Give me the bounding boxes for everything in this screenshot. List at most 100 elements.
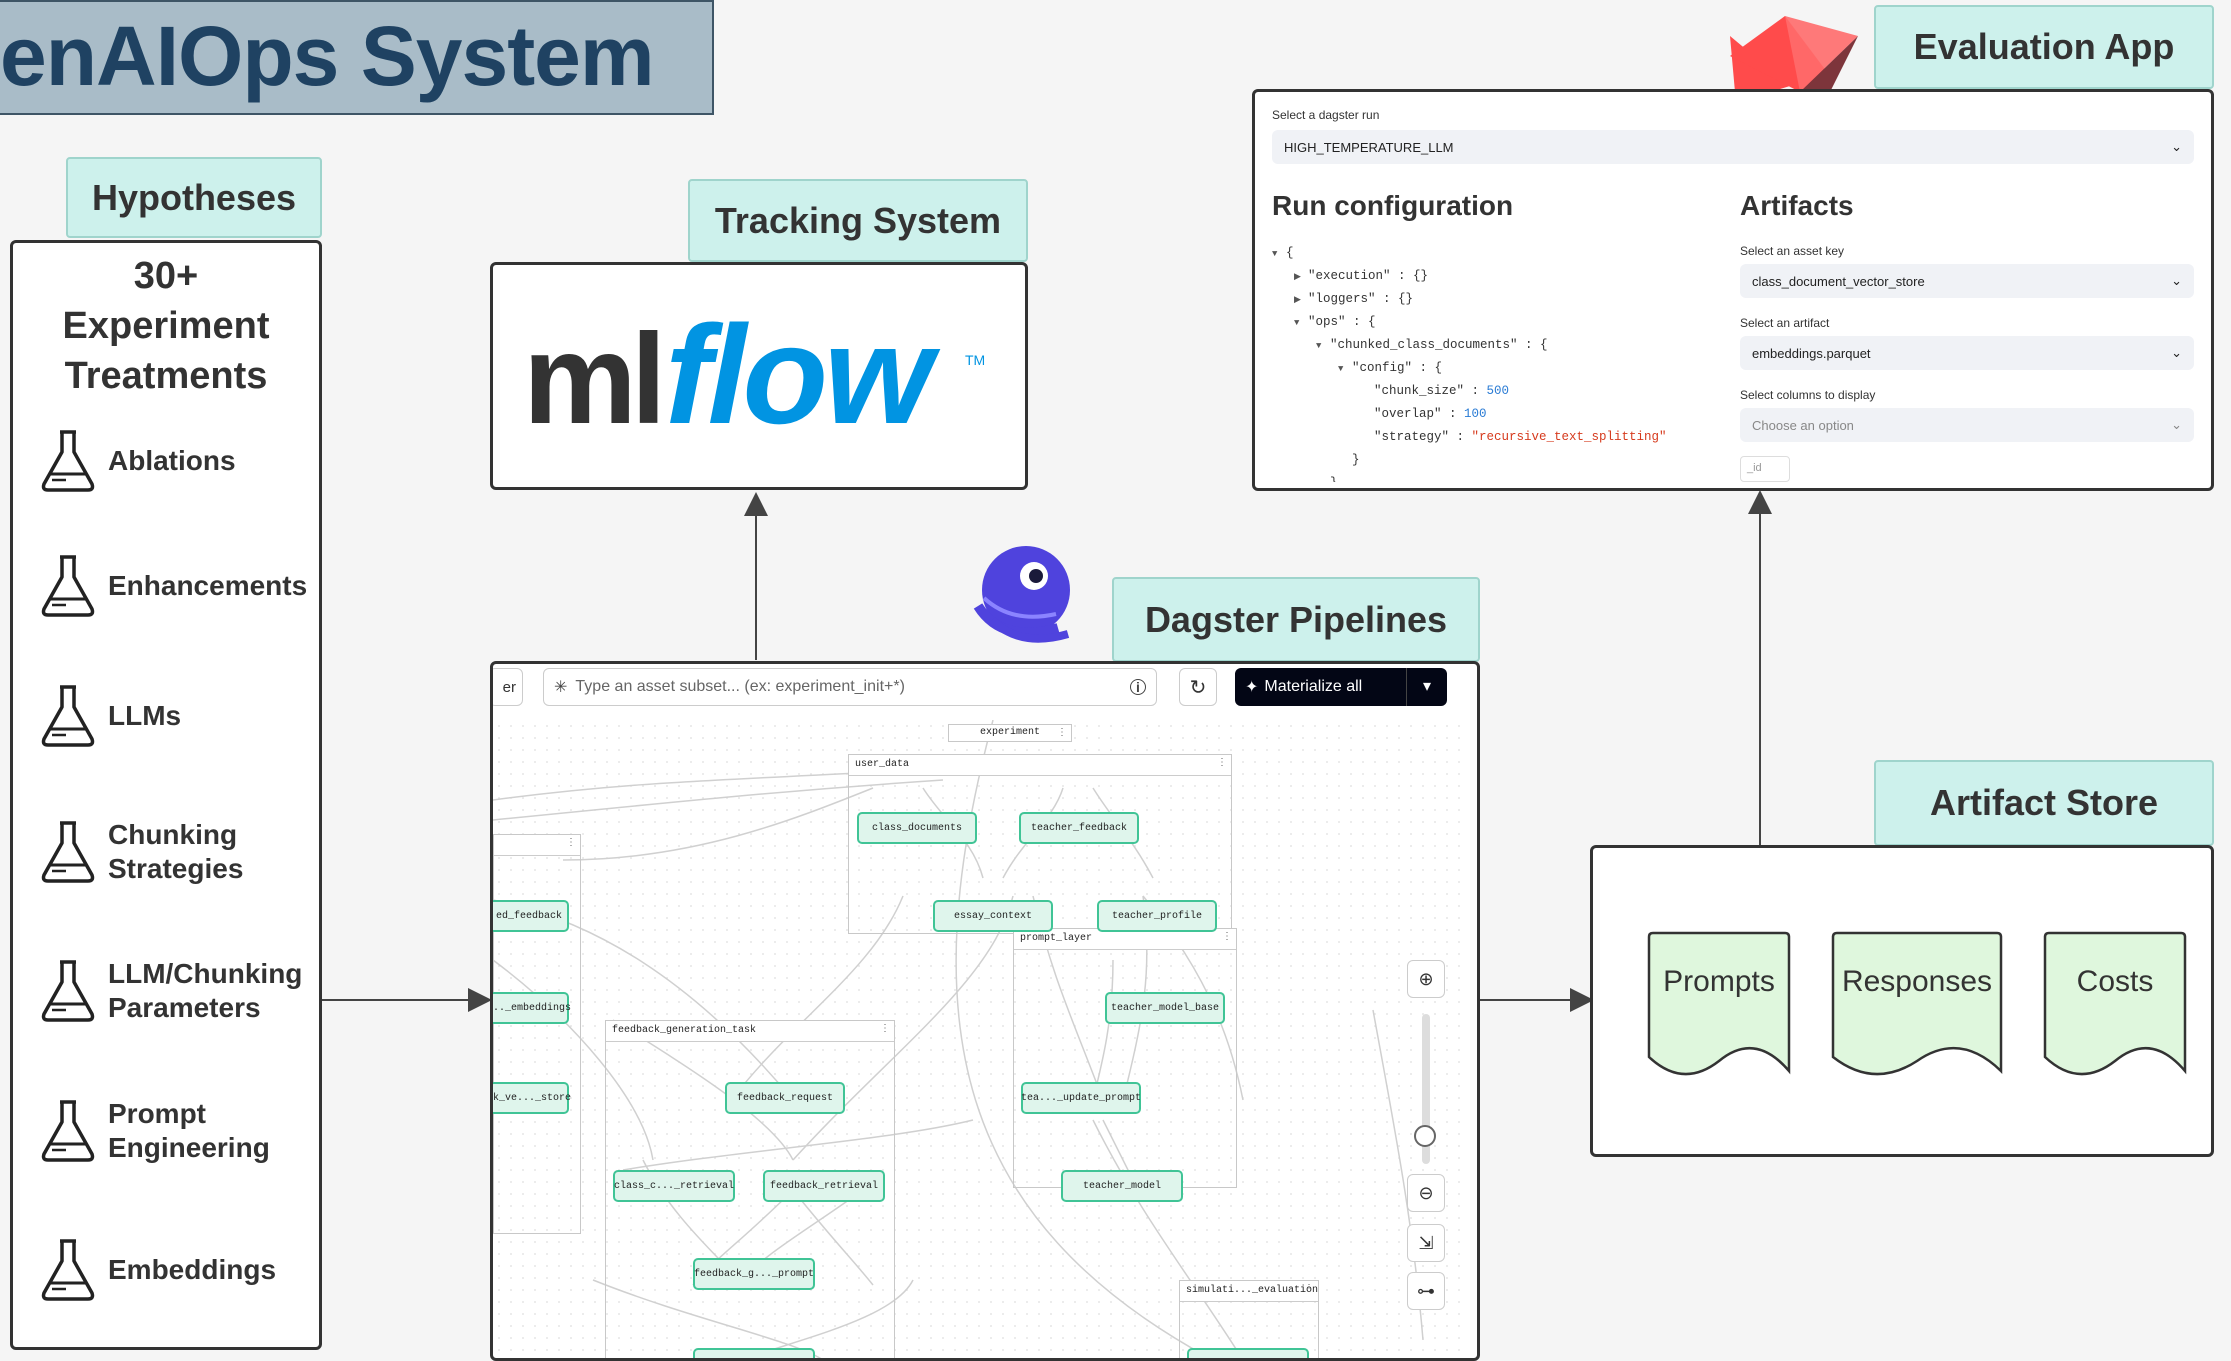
asset-node-partial[interactable] (693, 1348, 815, 1358)
asset-group-label: experiment (949, 725, 1071, 741)
hypothesis-item: Embeddings (40, 1237, 276, 1303)
zoom-in-icon[interactable]: ⊕ (1407, 960, 1445, 998)
mlflow-logo: ml flow TM (523, 296, 985, 453)
asset-node[interactable]: teacher_profile (1097, 900, 1217, 932)
artifact-document-label: Prompts (1663, 965, 1775, 998)
column-chip[interactable]: _id (1740, 456, 1790, 482)
asset-group-label: prompt_layer (1014, 929, 1236, 950)
caret-icon: ▼ (1316, 341, 1322, 351)
zoom-slider-handle[interactable] (1414, 1125, 1436, 1147)
asset-search-input[interactable]: ✳ Type an asset subset... (ex: experimen… (543, 668, 1157, 706)
caret-down-icon[interactable]: ▾ (1406, 668, 1447, 706)
run-select[interactable]: HIGH_TEMPERATURE_LLM ⌄ (1272, 130, 2194, 164)
asset-group[interactable]: simulati..._evaluation⋮ (1179, 1280, 1319, 1358)
asset-group-label (494, 835, 580, 856)
asset-node[interactable]: ..._embeddings (493, 992, 571, 1024)
asset-group[interactable]: prompt_layer⋮ (1013, 928, 1237, 1188)
asset-group[interactable]: ⋮ (493, 834, 581, 1234)
title-banner (0, 0, 714, 115)
asset-node[interactable]: ck_ve..._store (493, 1082, 571, 1114)
config-value: { (1286, 246, 1294, 260)
config-value: {} (1398, 292, 1414, 306)
group-menu-icon[interactable]: ⋮ (1057, 727, 1067, 738)
caret-icon: ▼ (1294, 318, 1300, 328)
hypothesis-item: LLMs (40, 683, 181, 749)
hypothesis-label: Enhancements (108, 570, 308, 601)
hypotheses-heading: 30+ Experiment Treatments (62, 255, 270, 397)
group-menu-icon[interactable]: ⋮ (566, 837, 576, 848)
config-line[interactable]: ▼"chunked_class_documents" : { (1272, 334, 1712, 357)
asset-key-select[interactable]: class_document_vector_store ⌄ (1740, 264, 2194, 298)
artifact-document: Prompts (1647, 931, 1791, 1081)
asset-node[interactable]: tea..._update_prompt (1021, 1082, 1141, 1114)
run-select-value: HIGH_TEMPERATURE_LLM (1284, 139, 1454, 155)
config-line[interactable]: ▼"config" : { (1272, 357, 1712, 380)
group-menu-icon[interactable]: ⋮ (1222, 931, 1232, 942)
evaluation-tag: Evaluation App (1874, 5, 2214, 89)
filter-button[interactable]: er (493, 668, 523, 706)
flask-icon (41, 821, 95, 883)
flask-icon (41, 960, 95, 1022)
hypothesis-label: LLM/Chunking Parameters (108, 958, 303, 1023)
refresh-icon[interactable]: ↻ (1179, 668, 1217, 706)
config-line: } (1272, 449, 1712, 472)
asset-group[interactable]: user_data⋮ (848, 754, 1232, 934)
materialize-all-button[interactable]: ✦ Materialize all ▾ (1235, 668, 1447, 706)
group-menu-icon[interactable]: ⋮ (1217, 757, 1227, 768)
svg-text:flow: flow (665, 296, 941, 453)
config-line: "chunk_size" : 500 (1374, 384, 1510, 398)
config-line[interactable]: ▶"execution" : {} (1272, 265, 1712, 288)
hypotheses-panel: 30+ Experiment Treatments (10, 240, 322, 1350)
document-shape-icon (2043, 931, 2187, 1076)
hypothesis-label: Ablations (108, 445, 236, 476)
chevron-down-icon: ⌄ (2171, 139, 2182, 154)
asset-node[interactable]: feedback_g..._prompt (693, 1258, 815, 1290)
columns-select[interactable]: Choose an option ⌄ (1740, 408, 2194, 442)
zoom-slider-track[interactable] (1422, 1014, 1430, 1164)
asset-node[interactable]: class_documents (857, 812, 977, 844)
config-value: 100 (1464, 407, 1487, 421)
asset-graph-canvas[interactable]: experiment⋮user_data⋮⋮prompt_layer⋮feedb… (493, 720, 1463, 1358)
asset-node[interactable]: teacher_feedback (1019, 812, 1139, 844)
asset-group[interactable]: feedback_generation_task⋮ (605, 1020, 895, 1358)
asset-node[interactable]: essay_context (933, 900, 1053, 932)
chevron-down-icon: ⌄ (2171, 345, 2182, 360)
zoom-out-icon[interactable]: ⊖ (1407, 1174, 1445, 1212)
artifact-select[interactable]: embeddings.parquet ⌄ (1740, 336, 2194, 370)
columns-label: Select columns to display (1740, 388, 1876, 402)
asset-node[interactable]: ed_feedback (493, 900, 569, 932)
config-key: "overlap" (1374, 407, 1442, 421)
flask-icon (41, 1100, 95, 1162)
info-icon[interactable]: i (1130, 679, 1146, 695)
config-key: "strategy" (1374, 430, 1450, 444)
asset-node[interactable]: teacher_model (1061, 1170, 1183, 1202)
chevron-down-icon: ⌄ (2171, 417, 2182, 432)
page-title: enAIOps System (0, 9, 655, 103)
config-key: "chunk_size" (1374, 384, 1465, 398)
asset-node[interactable]: teacher_model_base (1105, 992, 1225, 1024)
asset-key-value: class_document_vector_store (1752, 273, 1925, 289)
group-menu-icon[interactable]: ⋮ (880, 1023, 890, 1034)
asset-node-partial[interactable] (1187, 1348, 1309, 1358)
asset-group[interactable]: experiment⋮ (948, 724, 1072, 742)
config-key: "loggers" (1308, 292, 1376, 306)
materialize-label: Materialize all (1264, 678, 1363, 695)
hypothesis-label: Prompt Engineering (108, 1098, 270, 1163)
config-line[interactable]: ▶"loggers" : {} (1272, 288, 1712, 311)
collapse-icon[interactable]: ⇲ (1407, 1224, 1445, 1262)
document-shape-icon (1831, 931, 2003, 1076)
artifact-document-label: Responses (1841, 965, 1993, 998)
asset-node[interactable]: feedback_retrieval (763, 1170, 885, 1202)
config-line[interactable]: ▼{ (1272, 242, 1712, 265)
config-key: "chunked_class_documents" (1330, 338, 1518, 352)
layout-icon[interactable]: ⊶ (1407, 1272, 1445, 1310)
artifact-label: Select an artifact (1740, 316, 1830, 330)
group-menu-icon[interactable]: ⋮ (1304, 1283, 1314, 1294)
asset-node[interactable]: class_c..._retrieval (613, 1170, 735, 1202)
config-line[interactable]: ▼"ops" : { (1272, 311, 1712, 334)
artifact-document: Responses (1831, 931, 2003, 1081)
config-key: "config" (1352, 361, 1413, 375)
dagster-tag: Dagster Pipelines (1112, 577, 1480, 662)
asset-node[interactable]: feedback_request (725, 1082, 845, 1114)
